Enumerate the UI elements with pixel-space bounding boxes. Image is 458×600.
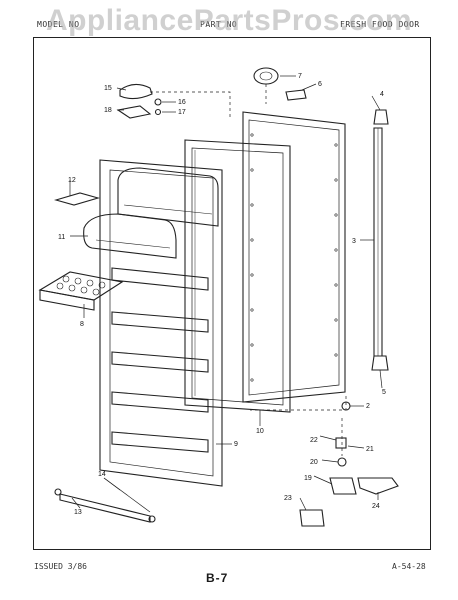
callout-12: 12: [68, 177, 76, 184]
callout-19: 19: [304, 475, 312, 482]
drawing-reference: A-54-28: [392, 562, 426, 571]
callout-20: 20: [310, 459, 318, 466]
callout-2: 2: [366, 403, 370, 410]
callout-16: 16: [178, 99, 186, 106]
egg-tray: [38, 271, 124, 311]
header-part-label: PART NO: [200, 20, 238, 29]
page-code: B-7: [206, 571, 229, 585]
callout-13: 13: [74, 509, 82, 516]
header-section-title: FRESH FOOD DOOR: [340, 20, 420, 29]
callout-3: 3: [352, 238, 356, 245]
butter-compartment-cover: [83, 213, 177, 259]
hinge-cover-top: [373, 109, 389, 125]
door-liner: [99, 159, 223, 487]
hinge-bracket-bottom: [371, 355, 389, 371]
callout-24: 24: [372, 503, 380, 510]
shelf-retainer: [53, 192, 101, 206]
issue-date: ISSUED 3/86: [34, 562, 87, 571]
door-gasket: [184, 139, 291, 413]
callout-14: 14: [98, 471, 106, 478]
bottom-shelf-rail: [54, 488, 156, 523]
callout-6: 6: [318, 81, 322, 88]
top-hinge-assembly: [116, 83, 162, 119]
callout-8: 8: [80, 321, 84, 328]
callout-7: 7: [298, 73, 302, 80]
callout-17: 17: [178, 109, 186, 116]
callout-23: 23: [284, 495, 292, 502]
diagram-frame: [33, 37, 431, 550]
callout-18: 18: [104, 107, 112, 114]
callout-10: 10: [256, 428, 264, 435]
callout-15: 15: [104, 85, 112, 92]
callout-4: 4: [380, 91, 384, 98]
door-trim-strip: [373, 127, 383, 357]
callout-9: 9: [234, 441, 238, 448]
door-outer-panel: [242, 111, 346, 403]
callout-11: 11: [58, 234, 65, 241]
callout-5: 5: [382, 389, 386, 396]
callout-21: 21: [366, 446, 374, 453]
header-model-label: MODEL NO: [37, 20, 80, 29]
callout-22: 22: [310, 437, 318, 444]
